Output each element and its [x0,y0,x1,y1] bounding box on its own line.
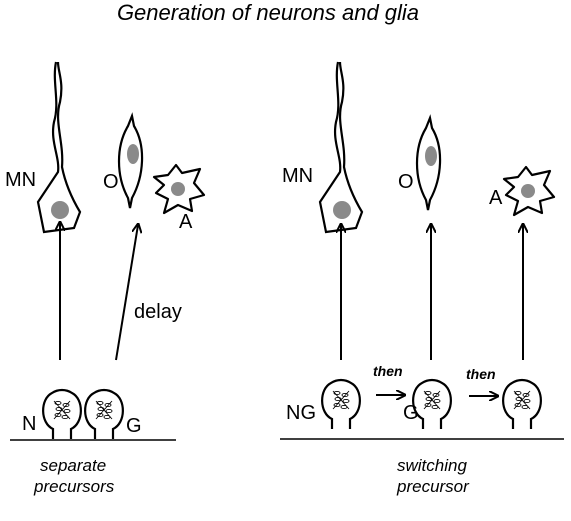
right-precursor-a [502,378,542,431]
left-caption-line2: precursors [33,477,115,496]
left-astrocyte [152,163,206,215]
left-precursor-g [84,388,124,441]
right-oligodendrocyte [415,116,442,212]
left-label-delay: delay [134,301,182,323]
left-label-a: A [179,211,193,233]
right-then-label-2: then [466,366,496,382]
left-arrow-glia [115,225,138,361]
diagram-title: Generation of neurons and glia [117,0,419,25]
left-caption-line1: separate [40,456,106,475]
right-caption-line1: switching [397,456,467,475]
right-caption-line2: precursor [396,477,470,496]
left-label-n: N [22,413,36,435]
right-label-ng: NG [286,402,316,424]
left-motor-neuron [36,60,82,234]
right-precursor-ng [321,378,361,431]
right-label-g: G [403,402,419,424]
right-motor-neuron [318,60,364,234]
right-precursor-g [412,378,452,431]
left-label-mn: MN [5,169,36,191]
right-label-a: A [489,187,503,209]
right-then-label-1: then [373,363,403,379]
right-astrocyte [502,165,556,217]
left-oligodendrocyte [117,114,144,210]
right-label-o: O [398,171,414,193]
left-label-g: G [126,415,142,437]
left-precursor-n [42,388,82,441]
left-label-o: O [103,171,119,193]
right-label-mn: MN [282,165,313,187]
